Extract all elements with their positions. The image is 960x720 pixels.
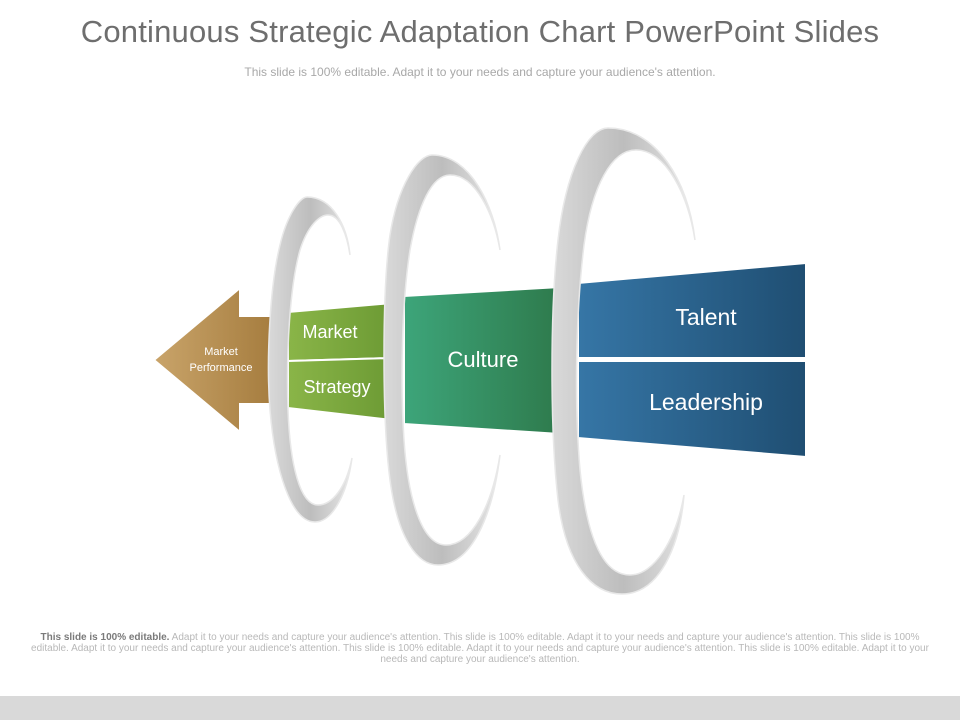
footer-bold: This slide is 100% editable. <box>40 632 170 643</box>
segment-strategy-label: Strategy <box>303 377 370 397</box>
segment-leadership <box>577 360 807 459</box>
market-performance-arrow <box>152 285 276 435</box>
arrow-label-line2: Performance <box>190 362 253 374</box>
bottom-bar <box>0 696 960 720</box>
segment-culture-label: Culture <box>448 347 519 372</box>
ring-2 <box>383 154 501 566</box>
page-subtitle: This slide is 100% editable. Adapt it to… <box>244 65 716 79</box>
ring-1 <box>267 196 353 523</box>
page-title: Continuous Strategic Adaptation Chart Po… <box>80 14 880 49</box>
segment-talent-label: Talent <box>675 304 737 330</box>
footer-body: Adapt it to your needs and capture your … <box>31 632 929 665</box>
footer-text: This slide is 100% editable. Adapt it to… <box>30 632 930 665</box>
segment-market-label: Market <box>302 322 357 342</box>
arrow-label-line1: Market <box>204 346 238 358</box>
segment-leadership-label: Leadership <box>649 389 763 415</box>
ring-3 <box>551 127 696 595</box>
